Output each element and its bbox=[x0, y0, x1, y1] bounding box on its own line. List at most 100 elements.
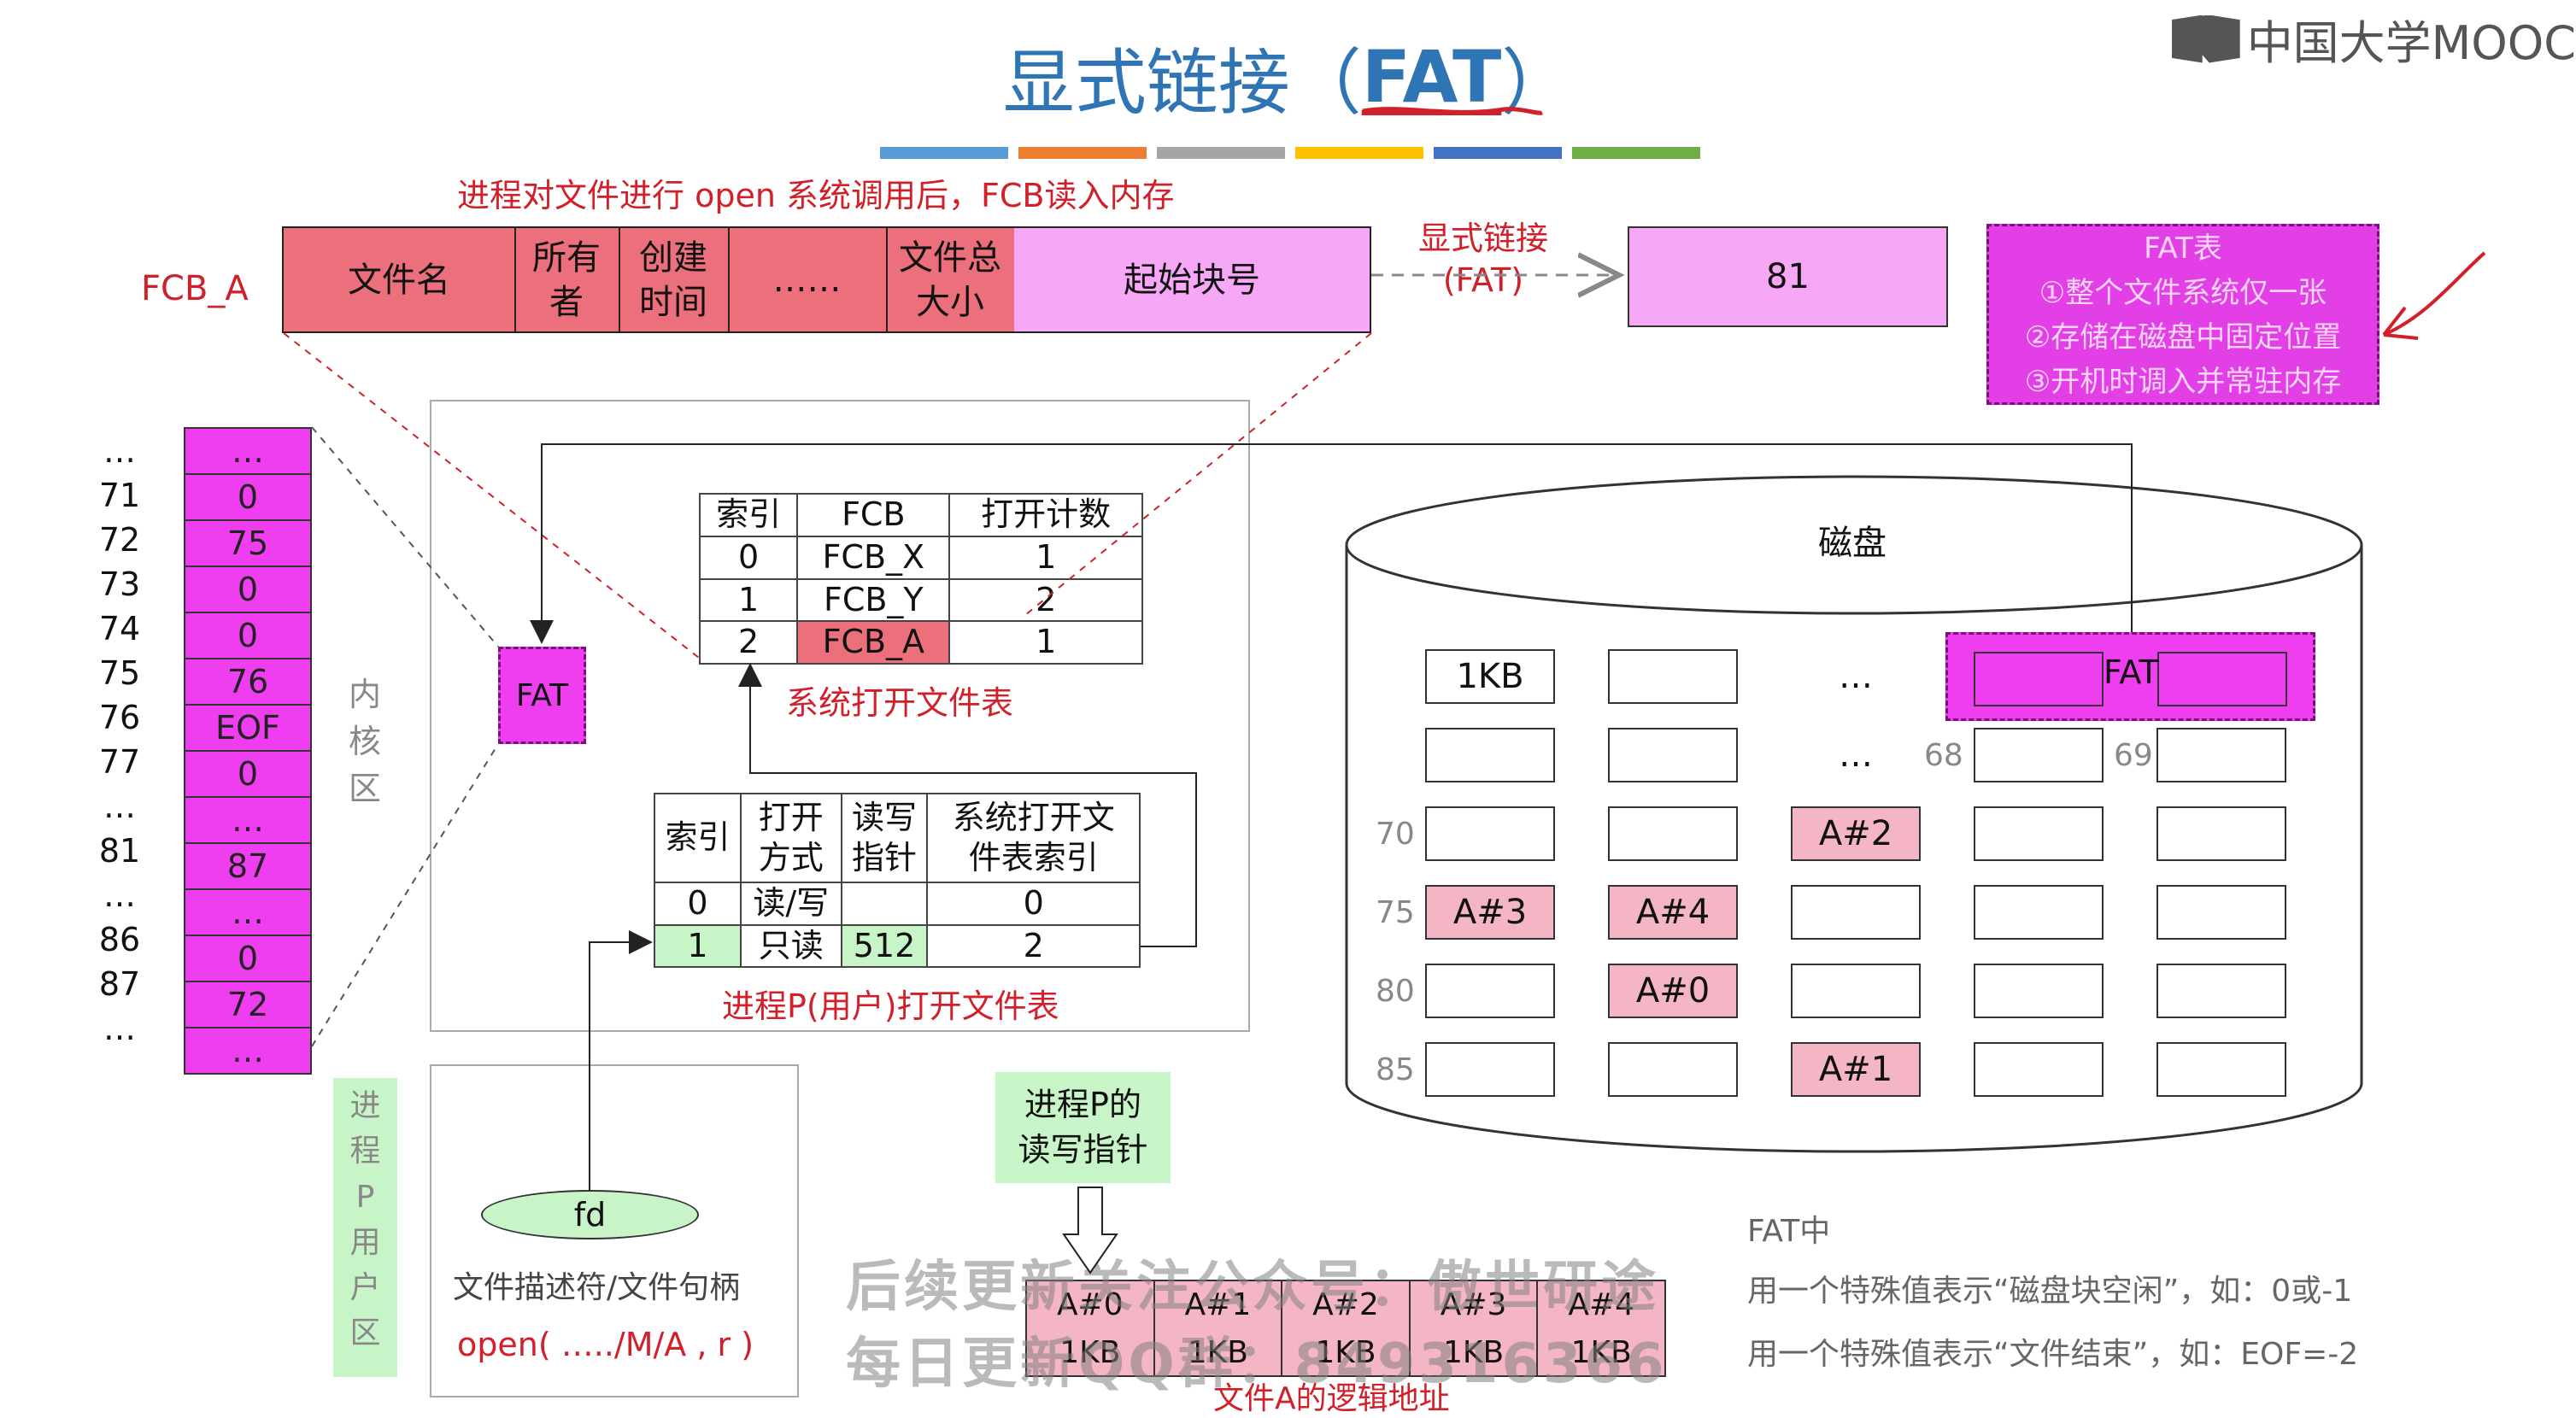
disk-block bbox=[1425, 964, 1555, 1018]
fcb-field-owner: 所有 者 bbox=[514, 228, 620, 331]
fat-entry: EOF bbox=[185, 706, 310, 752]
row-label-70: 70 bbox=[1376, 817, 1415, 852]
system-table-caption: 系统打开文件表 bbox=[786, 684, 1014, 722]
disk-block bbox=[1974, 885, 2104, 940]
kernel-label: 内 核 区 bbox=[349, 676, 382, 808]
fat-entry: 87 bbox=[185, 844, 310, 890]
color-bar-strip bbox=[880, 147, 1700, 159]
fd-caption: 文件描述符/文件句柄 bbox=[453, 1270, 741, 1305]
fat-index: 81 bbox=[98, 832, 141, 870]
note-free: 用一个特殊值表示“磁盘块空闲”，如：0或-1 bbox=[1747, 1274, 2353, 1309]
row-label-80: 80 bbox=[1376, 974, 1415, 1009]
fat-index: … bbox=[103, 432, 136, 470]
fat-entry: … bbox=[185, 798, 310, 844]
note-eof: 用一个特殊值表示“文件结束”，如：EOF=-2 bbox=[1747, 1337, 2359, 1372]
fat-index: … bbox=[103, 1010, 136, 1047]
disk-block bbox=[1974, 728, 2104, 782]
disk-fat-region: FAT bbox=[1945, 632, 2315, 721]
disk-block bbox=[2156, 1042, 2286, 1097]
disk-block-a2: A#2 bbox=[1791, 806, 1921, 861]
fat-index-list: … 71 72 73 74 75 76 77 … 81 … 86 87 … bbox=[94, 429, 145, 1051]
fat-index: 77 bbox=[98, 743, 141, 781]
disk-block bbox=[1608, 649, 1738, 704]
fat-note-3: ③开机时调入并常驻内存 bbox=[2024, 365, 2342, 399]
disk-block bbox=[2156, 964, 2286, 1018]
fat-index: 72 bbox=[98, 521, 141, 559]
rw-pointer-box: 进程P的 读写指针 bbox=[995, 1072, 1171, 1183]
disk-block bbox=[1974, 1042, 2104, 1097]
fat-index: … bbox=[103, 788, 136, 825]
fcb-field-name: 文件名 bbox=[284, 228, 516, 331]
disk-block-a4: A#4 bbox=[1608, 885, 1738, 940]
disk-title: 磁盘 bbox=[1818, 524, 1887, 563]
fat-index: 75 bbox=[98, 654, 141, 692]
fat-table: … 0 75 0 0 76 EOF 0 … 87 … 0 72 … bbox=[184, 427, 312, 1075]
disk-block bbox=[1608, 806, 1738, 861]
watermark-line-1: 后续更新关注公众号：傲世研途 bbox=[846, 1256, 1659, 1319]
note-heading: FAT中 bbox=[1747, 1214, 1831, 1249]
fcb-field-ctime: 创建 时间 bbox=[619, 228, 730, 331]
fat-entry: … bbox=[232, 1032, 264, 1069]
fat-entry: 0 bbox=[185, 475, 310, 521]
watermark-line-2: 每日更新QQ群：849316366 bbox=[846, 1333, 1668, 1396]
disk-block bbox=[1425, 806, 1555, 861]
fcb-field-size: 文件总 大小 bbox=[886, 228, 1016, 331]
disk-block bbox=[1425, 728, 1555, 782]
fcb-caption: 进程对文件进行 open 系统调用后，FCB读入内存 bbox=[457, 177, 1175, 214]
fat-entry: … bbox=[185, 890, 310, 936]
disk-block bbox=[1974, 964, 2104, 1018]
fat-index: 74 bbox=[98, 610, 141, 647]
disk-block: 1KB bbox=[1425, 649, 1555, 704]
fat-index: 73 bbox=[98, 565, 141, 603]
fat-entry: 76 bbox=[185, 659, 310, 706]
row-label-85: 85 bbox=[1376, 1052, 1415, 1087]
fcb-field-more: …… bbox=[728, 228, 888, 331]
fat-index: 87 bbox=[98, 965, 141, 1003]
fat-note-2: ②存储在磁盘中固定位置 bbox=[2024, 320, 2342, 354]
fat-index: … bbox=[103, 876, 136, 914]
fat-note-title: FAT表 bbox=[2144, 231, 2222, 266]
user-area-label: 进 程 P 用 户 区 bbox=[333, 1078, 397, 1377]
fcb-record: 文件名 所有 者 创建 时间 …… 文件总 大小 起始块号 bbox=[282, 226, 1371, 333]
disk-block bbox=[2156, 728, 2286, 782]
fcb-label: FCB_A bbox=[141, 269, 249, 308]
fat-note-1: ①整个文件系统仅一张 bbox=[2039, 276, 2327, 310]
disk-fat-label: FAT bbox=[2104, 653, 2159, 691]
disk-block bbox=[1791, 885, 1921, 940]
disk-block-a1: A#1 bbox=[1791, 1042, 1921, 1097]
disk-ellipsis: … bbox=[1839, 657, 1873, 696]
start-block-box: 81 bbox=[1628, 226, 1948, 327]
kernel-area bbox=[430, 400, 1250, 1032]
disk-block-a3: A#3 bbox=[1425, 885, 1555, 940]
title-fat: FAT bbox=[1361, 35, 1502, 119]
fat-entry: 0 bbox=[185, 613, 310, 659]
block-number-69: 69 bbox=[2114, 738, 2153, 773]
open-call: open( …../M/A , r ) bbox=[457, 1326, 754, 1363]
disk-ellipsis: … bbox=[1839, 735, 1873, 775]
process-table-caption: 进程P(用户)打开文件表 bbox=[722, 987, 1059, 1025]
fat-entry: 75 bbox=[185, 521, 310, 567]
brand-logo: 中国大学MOOC bbox=[2171, 5, 2576, 73]
disk-block bbox=[1425, 1042, 1555, 1097]
fat-note: FAT表 ①整个文件系统仅一张 ②存储在磁盘中固定位置 ③开机时调入并常驻内存 bbox=[1986, 224, 2379, 405]
fat-entry: 72 bbox=[185, 982, 310, 1028]
fat-index: 86 bbox=[98, 921, 141, 958]
fat-index: 76 bbox=[98, 699, 141, 736]
mooc-icon bbox=[2171, 15, 2240, 63]
disk-block bbox=[1608, 728, 1738, 782]
fat-index: 71 bbox=[98, 477, 141, 514]
fat-entry: 0 bbox=[185, 936, 310, 982]
fat-entry: 0 bbox=[185, 752, 310, 798]
disk-block bbox=[2156, 885, 2286, 940]
user-area bbox=[430, 1064, 799, 1397]
disk-block bbox=[1791, 964, 1921, 1018]
block-number-68: 68 bbox=[1924, 738, 1963, 773]
fat-in-memory: FAT bbox=[498, 647, 586, 744]
